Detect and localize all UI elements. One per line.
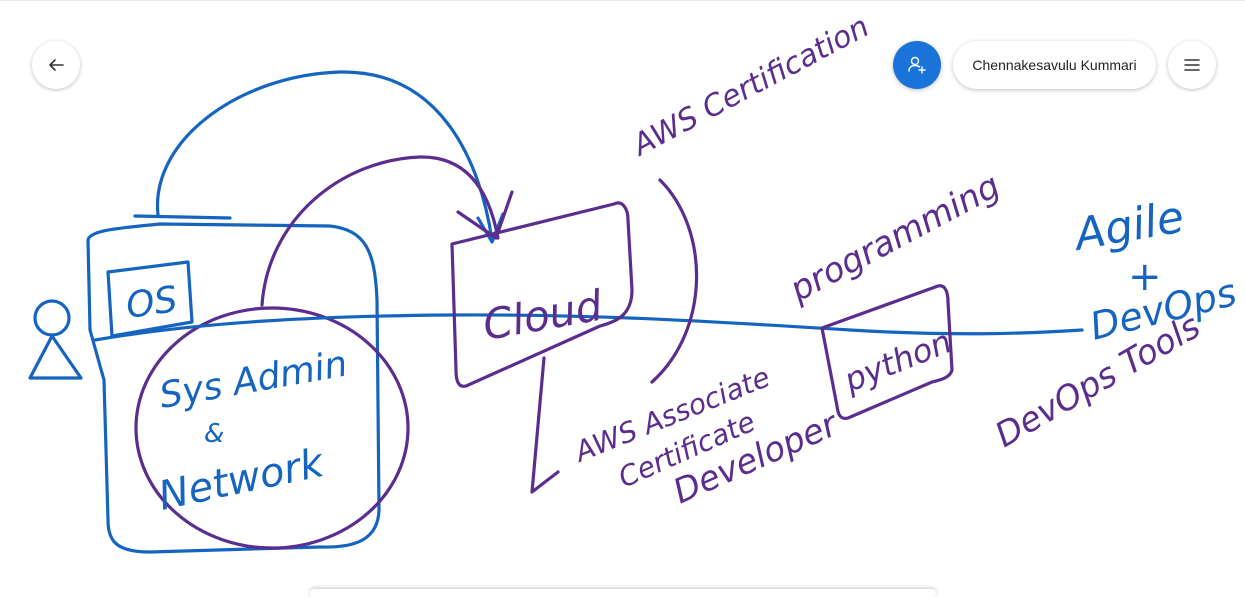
cloud-label: Cloud — [479, 281, 606, 350]
career-path-line — [93, 313, 1084, 342]
programming-label: programming — [783, 166, 1007, 311]
person-figure — [28, 299, 83, 380]
agile-label: Agile — [1068, 192, 1188, 262]
add-person-icon — [908, 56, 926, 74]
user-name-button[interactable]: Chennakesavulu Kummari — [953, 41, 1156, 89]
os-box — [106, 260, 194, 338]
os-label: OS — [124, 279, 180, 327]
cloud-down-arrow — [530, 356, 560, 494]
user-name-label: Chennakesavulu Kummari — [972, 57, 1137, 73]
python-box — [820, 284, 954, 420]
system-box — [86, 222, 381, 554]
os-to-cloud-arrow — [155, 70, 505, 244]
plus-label: + — [1128, 254, 1162, 300]
arrow-left-icon — [49, 59, 64, 71]
top-divider — [0, 0, 1245, 1]
cloud-box — [450, 201, 634, 388]
sysadmin-circle — [134, 306, 410, 550]
menu-button[interactable] — [1168, 41, 1216, 89]
network-label: Network — [155, 440, 330, 520]
and-label: & — [204, 419, 224, 449]
cloud-bracket — [650, 178, 699, 384]
hamburger-menu-icon — [1184, 59, 1200, 71]
back-button[interactable] — [32, 41, 80, 89]
invite-button[interactable] — [893, 41, 941, 89]
network-to-cloud-arrow — [260, 155, 514, 307]
aws-certification-label: AWS Certification — [626, 9, 875, 164]
bottom-toolbar[interactable] — [310, 589, 936, 597]
sysadmin-label: Sys Admin — [156, 344, 350, 417]
os-top-stroke — [133, 214, 232, 220]
